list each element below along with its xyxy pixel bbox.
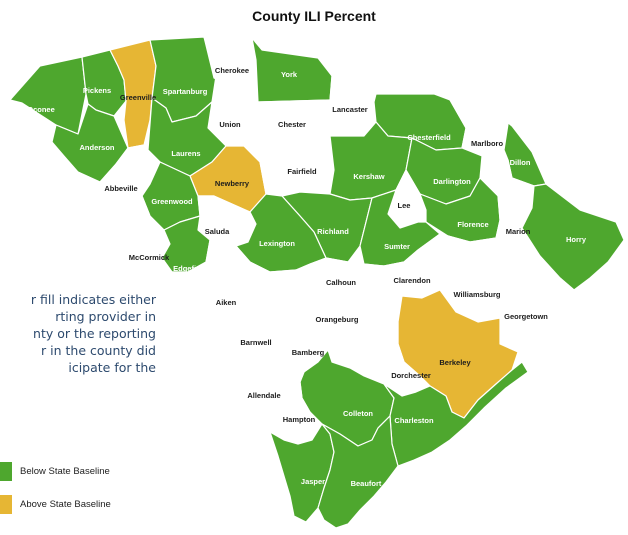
legend-label-above: Above State Baseline (20, 498, 111, 510)
county-beaufort[interactable] (317, 415, 399, 529)
note-line: icipate for the (68, 360, 156, 375)
legend-label-below: Below State Baseline (20, 465, 110, 477)
legend-swatch-below (0, 461, 12, 481)
legend-item-above: Above State Baseline (0, 494, 111, 514)
note-line: nty or the reporting (33, 326, 156, 341)
note-line: r in the county did (41, 343, 156, 358)
legend-item-below: Below State Baseline (0, 461, 110, 481)
map-title: County ILI Percent (252, 8, 376, 24)
note-line: r fill indicates either (30, 292, 156, 307)
county-york[interactable] (251, 37, 333, 103)
map-note: r fill indicates either rting provider i… (0, 291, 156, 376)
county-shapes (9, 36, 625, 529)
county-lancaster[interactable] (327, 75, 375, 137)
note-line: rting provider in (55, 309, 156, 324)
county-chester[interactable] (257, 99, 331, 143)
legend-swatch-above (0, 494, 12, 514)
county-oconee[interactable] (9, 56, 87, 135)
